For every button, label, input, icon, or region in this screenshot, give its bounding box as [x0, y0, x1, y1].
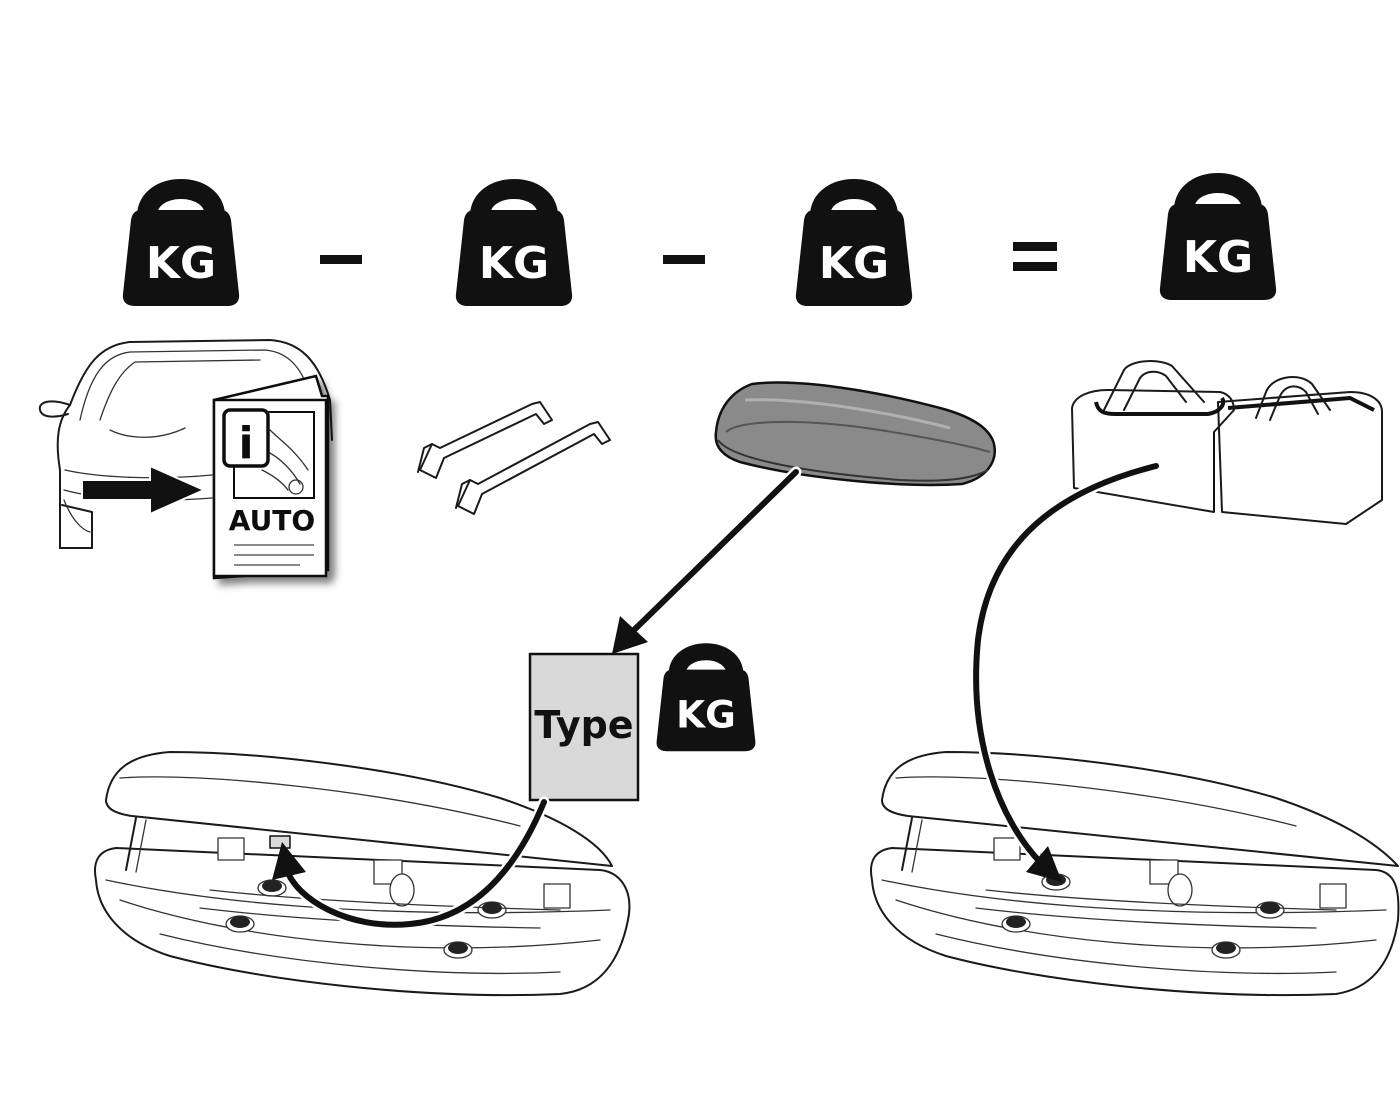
arrow-right-icon [81, 464, 207, 516]
kg-weight-icon: KG [1160, 183, 1276, 300]
kg-label: KG [1183, 232, 1253, 283]
open-roof-box-left [94, 751, 631, 997]
equals-operator: = [1013, 242, 1057, 271]
manual-auto-label: AUTO [229, 504, 315, 537]
roof-bars-illustration [417, 401, 611, 515]
kg-label: KG [479, 238, 549, 289]
kg-weight-icon: KG [657, 652, 756, 751]
arrow-bags-into-box [970, 460, 1162, 882]
kg-label: KG [819, 238, 889, 289]
type-label-sticker: Type [528, 652, 640, 802]
minus-operator: – [663, 255, 705, 264]
type-label-text: Type [534, 703, 633, 747]
kg-weight-icon: KG [123, 189, 239, 306]
roof-box-dark-illustration [714, 381, 997, 487]
luggage-bags-illustration [1071, 360, 1383, 525]
svg-text:i: i [238, 418, 253, 469]
kg-label: KG [676, 692, 736, 736]
arrow-to-type-label [612, 466, 802, 654]
open-roof-box-right [870, 751, 1400, 997]
svg-text:=: = [1035, 259, 1036, 261]
info-icon: i [222, 408, 270, 469]
kg-label: KG [146, 238, 216, 289]
arrow-type-into-box [272, 796, 550, 931]
car-rear-illustration [38, 339, 333, 549]
kg-weight-icon: KG [796, 189, 912, 306]
kg-weight-icon: KG [456, 189, 572, 306]
minus-operator: – [320, 255, 362, 264]
manual-booklet: i AUTO [212, 374, 330, 580]
